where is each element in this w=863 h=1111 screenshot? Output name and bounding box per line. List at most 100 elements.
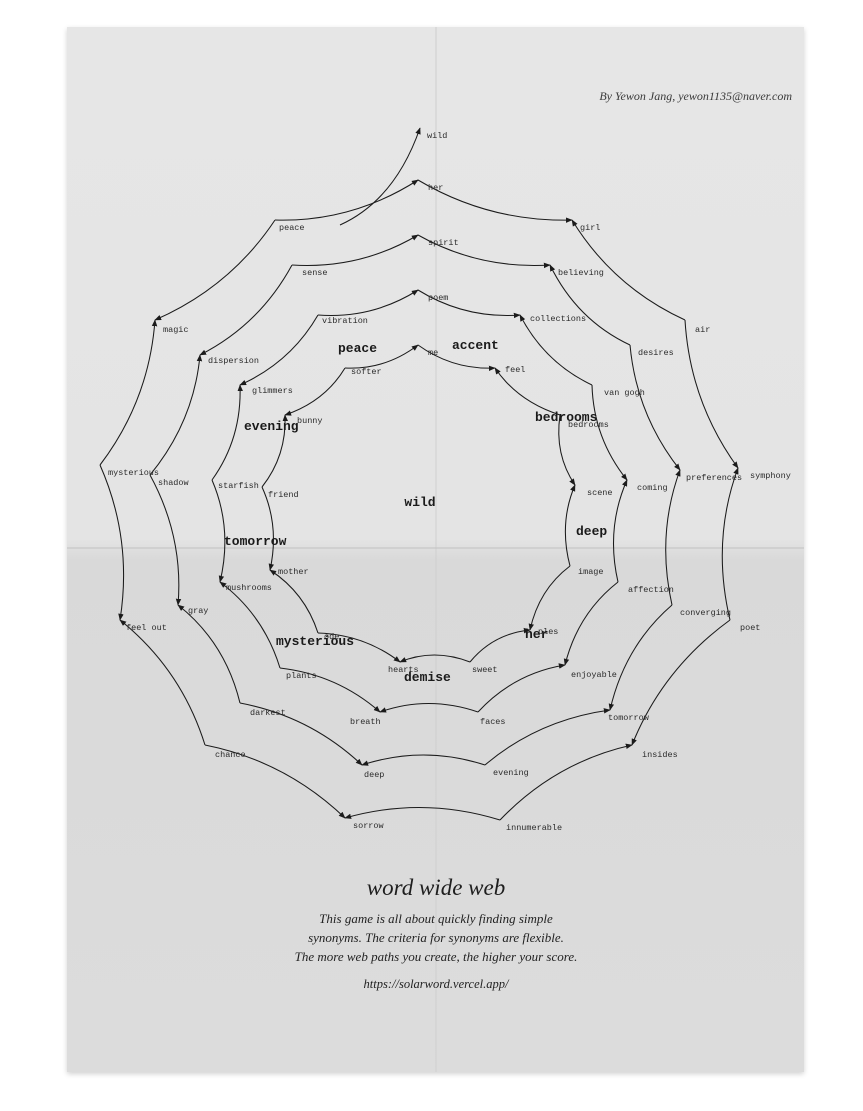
web-node-ring3-12: dispersion — [208, 356, 259, 366]
web-node-ring3-3: desires — [638, 348, 674, 358]
web-node-ring4-1: her — [428, 183, 443, 193]
web-arc-ring3-7 — [361, 754, 486, 766]
web-node-ring4-8: sorrow — [353, 821, 385, 831]
web-arc-ring3-6 — [484, 708, 611, 766]
web-arc-ring4-10 — [99, 464, 125, 621]
web-node-ring2-4: coming — [637, 483, 668, 493]
web-arc-ring4-5 — [631, 619, 731, 746]
web-arc-ring1-6 — [469, 627, 531, 663]
web-node-ring1-11: friend — [268, 490, 299, 500]
tip-word: wild — [427, 131, 447, 141]
web-arc-ring1-12 — [284, 367, 346, 416]
web-arc-ring1-1 — [417, 344, 496, 372]
web-arc-ring2-6 — [477, 663, 566, 713]
web-arc-ring2-10 — [211, 479, 226, 583]
web-arc-ring1-9 — [269, 569, 319, 634]
web-arc-ring3-5 — [608, 604, 673, 711]
web-arc-ring1-7 — [399, 654, 471, 663]
highlight-words: peace accent evening bedrooms deep tomor… — [224, 338, 607, 685]
web-arc-ring2-9 — [219, 581, 281, 669]
web-arc-ring4-1 — [417, 179, 573, 223]
web-node-ring1-7: sweet — [472, 665, 498, 675]
web-arc-ring3-3 — [629, 344, 681, 471]
web-arc-ring2-3 — [591, 384, 628, 481]
web-node-ring3-1: spirit — [428, 238, 459, 248]
web-node-ring2-8: breath — [350, 717, 381, 727]
web-node-ring4-12: magic — [163, 325, 189, 335]
web-arc-ring3-4 — [665, 469, 681, 606]
web-node-ring2-10: mushrooms — [226, 583, 272, 593]
web-arc-ring4-3 — [684, 319, 739, 469]
web-node-ring4-5: poet — [740, 623, 760, 633]
web-nodes: mefeelbedroomssceneimageplessweetheartso… — [108, 183, 791, 833]
web-arc-ring1-4 — [564, 484, 576, 567]
web-arc-ring3-2 — [549, 264, 631, 346]
web-arc-ring2-11 — [211, 384, 243, 481]
web-node-ring1-9: ode — [324, 632, 339, 642]
web-node-ring2-5: affection — [628, 585, 674, 595]
web-node-ring1-1: me — [428, 348, 438, 358]
web-arc-ring2-2 — [519, 314, 593, 386]
web-arc-ring4-4 — [721, 467, 739, 621]
web-node-ring1-10: mother — [278, 567, 309, 577]
highlight-word-accent: accent — [452, 338, 499, 353]
web-arc-ring4-12 — [154, 219, 276, 321]
web-arc-ring2-7 — [379, 703, 479, 713]
web-node-ring4-6: insides — [642, 750, 678, 760]
author-credit: By Yewon Jang, yewon1135@naver.com — [599, 89, 792, 103]
web-node-ring3-4: preferences — [686, 473, 742, 483]
web-arc-ring2-1 — [417, 289, 521, 319]
web-arc-ring1-3 — [558, 414, 576, 486]
web-arc-ring4-2 — [571, 219, 686, 321]
web-node-ring3-9: darkest — [250, 708, 286, 718]
web-node-ring2-13: vibration — [322, 316, 368, 326]
web-arc-tip — [339, 127, 421, 226]
web-node-ring3-13: sense — [302, 268, 328, 278]
web-arc-ring3-11 — [149, 354, 203, 476]
web-arc-ring1-11 — [261, 414, 288, 488]
web-node-ring2-2: collections — [530, 314, 586, 324]
web-node-ring4-10: feel out — [126, 623, 167, 633]
highlight-word-mysterious: mysterious — [276, 634, 354, 649]
web-arc-ring4-11 — [99, 319, 158, 466]
web-arc-ring4-6 — [499, 743, 633, 821]
web-node-ring4-7: innumerable — [506, 823, 562, 833]
description-line-2: synonyms. The criteria for synonyms are … — [308, 930, 564, 945]
web-arc-ring4-9 — [119, 619, 206, 746]
web-arc-ring3-8 — [239, 702, 363, 766]
web-node-ring4-3: air — [695, 325, 710, 335]
web-node-ring1-13: softer — [351, 367, 382, 377]
web-node-ring2-12: glimmers — [252, 386, 293, 396]
highlight-word-bedrooms: bedrooms — [535, 410, 598, 425]
web-arc-ring1-2 — [494, 367, 561, 416]
web-arc-ring3-1 — [417, 234, 551, 269]
web-node-ring1-6: ples — [538, 627, 558, 637]
web-node-ring2-1: poem — [428, 293, 448, 303]
web-node-ring2-7: faces — [480, 717, 506, 727]
highlight-word-deep: deep — [576, 524, 607, 539]
highlight-word-demise: demise — [404, 670, 451, 685]
web-node-ring4-11: mysterious — [108, 468, 159, 478]
web-arc-ring3-10 — [149, 474, 182, 606]
web-node-ring2-3: van gogh — [604, 388, 645, 398]
web-node-ring3-7: evening — [493, 768, 529, 778]
web-node-ring3-5: converging — [680, 608, 731, 618]
web-node-ring3-8: deep — [364, 770, 384, 780]
center-word: wild — [404, 495, 435, 510]
web-node-ring3-11: shadow — [158, 478, 190, 488]
web-arc-ring1-10 — [261, 486, 274, 571]
game-url[interactable]: https://solarword.vercel.app/ — [364, 977, 510, 991]
web-arc-ring2-5 — [563, 581, 619, 666]
web-node-ring1-2: feel — [505, 365, 525, 375]
web-node-ring4-2: girl — [580, 223, 600, 233]
game-title: word wide web — [367, 875, 505, 900]
web-node-ring2-11: starfish — [218, 481, 259, 491]
web-node-ring4-13: peace — [279, 223, 305, 233]
web-node-ring2-6: enjoyable — [571, 670, 617, 680]
web-arc-ring3-13 — [291, 234, 419, 266]
highlight-word-peace: peace — [338, 341, 377, 356]
web-node-ring1-4: scene — [587, 488, 613, 498]
web-arcs — [99, 127, 739, 821]
web-arc-ring4-7 — [344, 806, 501, 821]
